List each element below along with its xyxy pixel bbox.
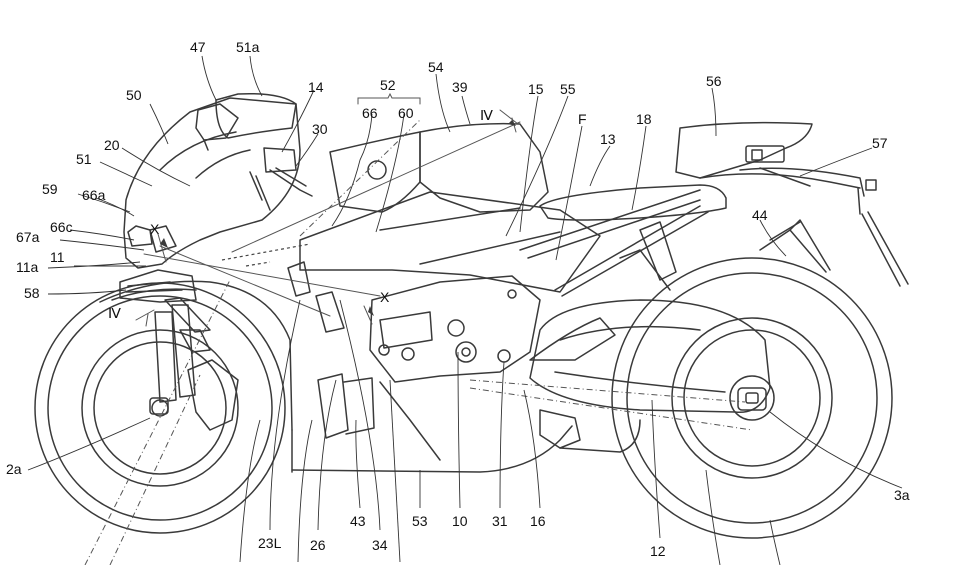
seat bbox=[539, 184, 727, 221]
label-43: 43 bbox=[350, 513, 366, 529]
front-fork bbox=[154, 297, 211, 403]
label-66c: 66c bbox=[50, 219, 73, 235]
duct-vents bbox=[287, 261, 345, 333]
front-cowl bbox=[123, 97, 301, 269]
section-mark-iv-left bbox=[135, 309, 155, 327]
label-11a: 11a bbox=[16, 259, 39, 275]
label-18: 18 bbox=[636, 111, 652, 127]
headlight bbox=[127, 225, 177, 253]
label-34: 34 bbox=[372, 537, 388, 553]
section-mark-iv-top bbox=[499, 109, 519, 133]
label-52: 52 bbox=[380, 77, 396, 93]
chain-line bbox=[469, 379, 753, 431]
front-brake-caliper bbox=[187, 359, 239, 431]
label-39: 39 bbox=[452, 79, 468, 95]
label-12: 12 bbox=[650, 543, 666, 559]
label-66a: 66a bbox=[82, 187, 106, 203]
rear-axle bbox=[729, 375, 775, 421]
leader-lines bbox=[27, 55, 903, 565]
lower-cowl bbox=[291, 381, 573, 473]
label-55: 55 bbox=[560, 81, 576, 97]
section-label-x-left: X bbox=[150, 221, 160, 237]
section-mark-x-right bbox=[363, 305, 374, 325]
label-11: 11 bbox=[50, 249, 65, 265]
license-plate-holder bbox=[739, 167, 909, 287]
label-51a: 51a bbox=[236, 39, 260, 55]
exhaust-muffler bbox=[529, 317, 641, 453]
winglets bbox=[119, 269, 197, 303]
label-10: 10 bbox=[452, 513, 468, 529]
label-31: 31 bbox=[492, 513, 508, 529]
label-51: 51 bbox=[76, 151, 92, 167]
tail-light bbox=[745, 145, 785, 163]
label-2a: 2a bbox=[6, 461, 22, 477]
fuel-tank bbox=[329, 122, 549, 213]
label-60: 60 bbox=[398, 105, 414, 121]
section-mark-labels: Ⅳ Ⅳ X X bbox=[108, 107, 493, 321]
section-mark-x-left bbox=[157, 233, 168, 263]
label-67a: 67a bbox=[16, 229, 40, 245]
label-53: 53 bbox=[412, 513, 428, 529]
rear-fender-44 bbox=[759, 219, 831, 273]
label-66: 66 bbox=[362, 105, 378, 121]
label-58: 58 bbox=[24, 285, 40, 301]
label-16: 16 bbox=[530, 513, 546, 529]
bracket-52 bbox=[357, 92, 421, 105]
label-3a: 3a bbox=[894, 487, 910, 503]
label-13: 13 bbox=[600, 131, 616, 147]
section-label-iv-top: Ⅳ bbox=[480, 107, 493, 123]
label-59: 59 bbox=[42, 181, 58, 197]
mirror bbox=[195, 103, 239, 151]
front-axle bbox=[149, 397, 169, 415]
label-F: F bbox=[578, 111, 587, 127]
rear-frame bbox=[519, 189, 709, 297]
engine bbox=[369, 275, 541, 383]
section-label-iv-left: Ⅳ bbox=[108, 305, 121, 321]
label-50: 50 bbox=[126, 87, 142, 103]
rear-wheel bbox=[611, 257, 893, 539]
label-47: 47 bbox=[190, 39, 206, 55]
swingarm bbox=[529, 299, 771, 414]
label-56: 56 bbox=[706, 73, 722, 89]
tail-cowl bbox=[675, 121, 861, 189]
label-54: 54 bbox=[428, 59, 444, 75]
label-44: 44 bbox=[752, 207, 768, 223]
label-23L: 23L bbox=[258, 535, 282, 551]
label-14: 14 bbox=[308, 79, 324, 95]
front-fender bbox=[99, 280, 293, 431]
label-57: 57 bbox=[872, 135, 888, 151]
section-label-x-right: X bbox=[380, 289, 390, 305]
label-15: 15 bbox=[528, 81, 544, 97]
front-wheel bbox=[34, 282, 286, 534]
main-frame bbox=[299, 191, 601, 293]
reference-labels: 47 51a 14 52 54 39 15 55 56 50 30 66 60 … bbox=[6, 39, 910, 559]
centre-lines bbox=[84, 119, 521, 565]
side-vent bbox=[317, 373, 375, 439]
windscreen bbox=[215, 92, 297, 139]
label-26: 26 bbox=[310, 537, 326, 553]
label-30: 30 bbox=[312, 121, 328, 137]
label-20: 20 bbox=[104, 137, 120, 153]
